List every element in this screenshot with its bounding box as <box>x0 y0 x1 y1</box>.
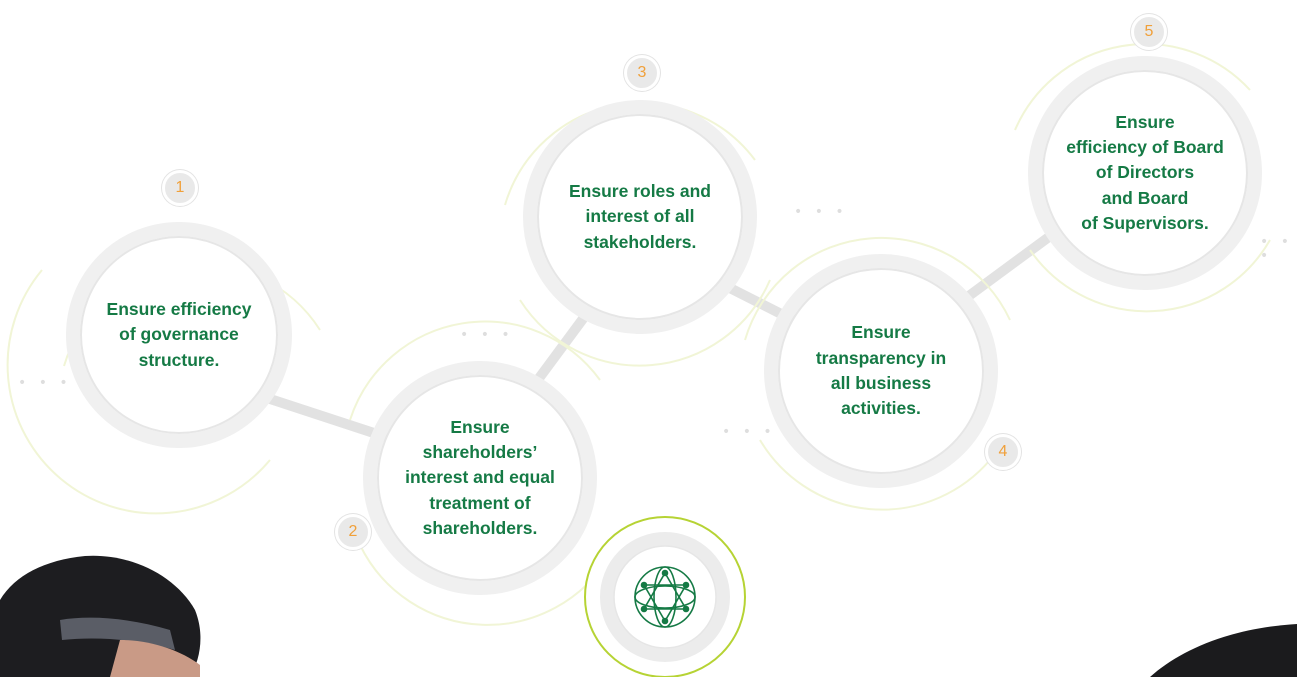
step-1-number-badge: 1 <box>162 170 198 206</box>
connector-1-2 <box>256 390 388 442</box>
step-5-label: Ensure efficiency of Board of Directors … <box>1066 111 1224 234</box>
step-1-rings <box>6 222 321 515</box>
step-2-label: Ensure shareholders’ interest and equal … <box>405 416 555 539</box>
step-3-label: Ensure roles and interest of all stakeho… <box>569 180 711 252</box>
step-5-rings <box>1014 43 1271 313</box>
dots-decoration-3: • • • <box>794 204 848 220</box>
step-2-rings <box>349 320 611 626</box>
photo-person-right <box>1150 624 1297 677</box>
step-4-rings <box>744 236 1011 511</box>
connector-4-5 <box>959 226 1060 306</box>
step-3-number-badge: 3 <box>624 55 660 91</box>
dots-decoration-1: • • • <box>18 375 72 391</box>
dots-decoration-4: • • • <box>722 424 776 440</box>
dots-decoration-2: • • • <box>460 327 514 343</box>
photo-person-left <box>0 555 201 677</box>
step-4-label: Ensure transparency in all business acti… <box>815 322 947 419</box>
step-1-label: Ensure efficiency of governance structur… <box>106 298 252 370</box>
step-4-number-badge: 4 <box>985 434 1021 470</box>
connector-2-3 <box>529 309 593 388</box>
network-globe-icon <box>634 566 696 628</box>
step-3-rings <box>504 100 771 367</box>
dots-decoration-5: • • • <box>1260 234 1293 264</box>
center-emblem <box>584 516 746 677</box>
step-5-number-badge: 5 <box>1131 14 1167 50</box>
step-2-number-badge: 2 <box>335 514 371 550</box>
